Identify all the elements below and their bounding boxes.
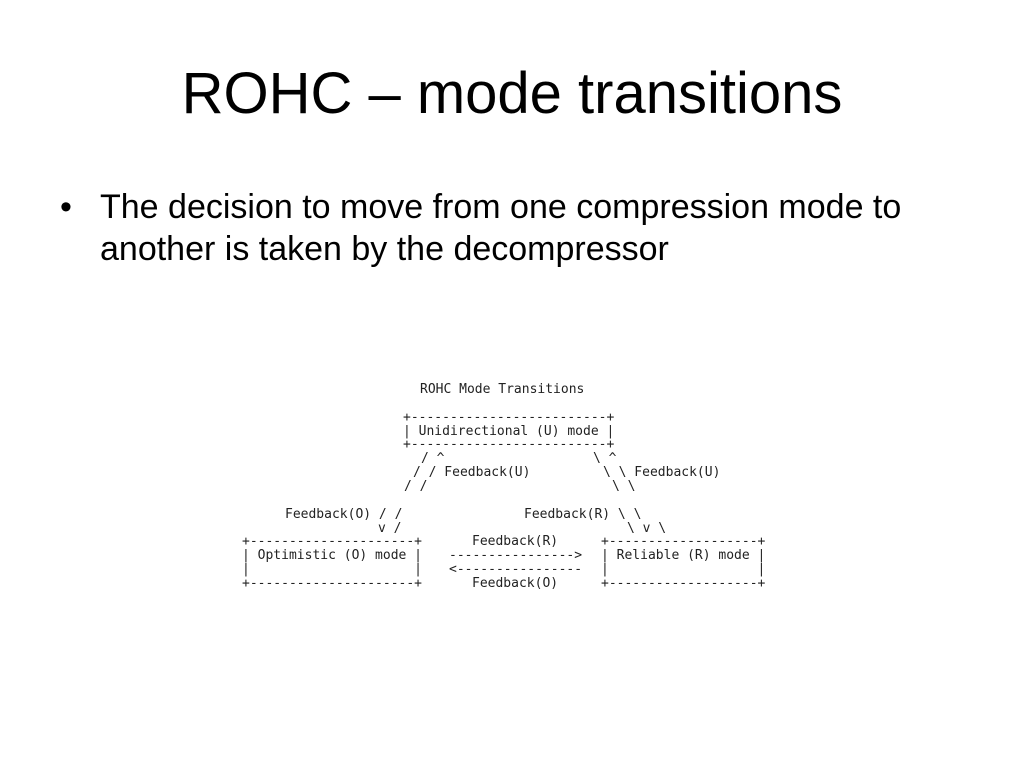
left-feedback-u: / / Feedback(U) bbox=[413, 465, 530, 480]
diagram-caption: ROHC Mode Transitions bbox=[420, 382, 584, 397]
u-mode-box-top: +-------------------------+ bbox=[403, 410, 614, 425]
o-mode-box-label: | Optimistic (O) mode | bbox=[242, 548, 422, 563]
r-mode-box-top: +-------------------+ bbox=[601, 534, 766, 549]
left-arrow-head-down: v / bbox=[378, 521, 401, 536]
o-mode-box-top: +---------------------+ bbox=[242, 534, 422, 549]
right-arrow-head-down: \ v \ bbox=[627, 521, 666, 536]
o-mode-box-bottom: +---------------------+ bbox=[242, 576, 422, 591]
u-mode-box-label: | Unidirectional (U) mode | bbox=[403, 424, 614, 439]
arrow-r-to-o: <---------------- bbox=[449, 562, 582, 577]
left-feedback-o: Feedback(O) / / bbox=[285, 507, 402, 522]
bullet-text: The decision to move from one compressio… bbox=[100, 188, 902, 268]
horizontal-feedback-r: Feedback(R) bbox=[472, 534, 558, 549]
bullet-list: • The decision to move from one compress… bbox=[60, 186, 960, 270]
right-feedback-u: \ \ Feedback(U) bbox=[603, 465, 720, 480]
slide-title: ROHC – mode transitions bbox=[181, 61, 843, 126]
r-mode-box-label: | Reliable (R) mode | bbox=[601, 548, 765, 563]
r-mode-box-bottom: +-------------------+ bbox=[601, 576, 766, 591]
left-arrow-head-up: / ^ bbox=[421, 451, 445, 466]
right-arrow-shaft-1: \ \ bbox=[612, 479, 635, 494]
right-arrow-head-up: \ ^ bbox=[593, 451, 617, 466]
bullet-item: • The decision to move from one compress… bbox=[60, 186, 960, 270]
left-arrow-shaft-1: / / bbox=[404, 479, 427, 494]
r-mode-box-blank: | | bbox=[601, 562, 765, 577]
arrow-o-to-r: ----------------> bbox=[449, 548, 582, 563]
o-mode-box-blank: | | bbox=[242, 562, 422, 577]
u-mode-box-bottom: +-------------------------+ bbox=[403, 437, 614, 452]
bullet-marker: • bbox=[60, 188, 72, 226]
horizontal-feedback-o: Feedback(O) bbox=[472, 576, 558, 591]
right-feedback-r: Feedback(R) \ \ bbox=[524, 507, 641, 522]
